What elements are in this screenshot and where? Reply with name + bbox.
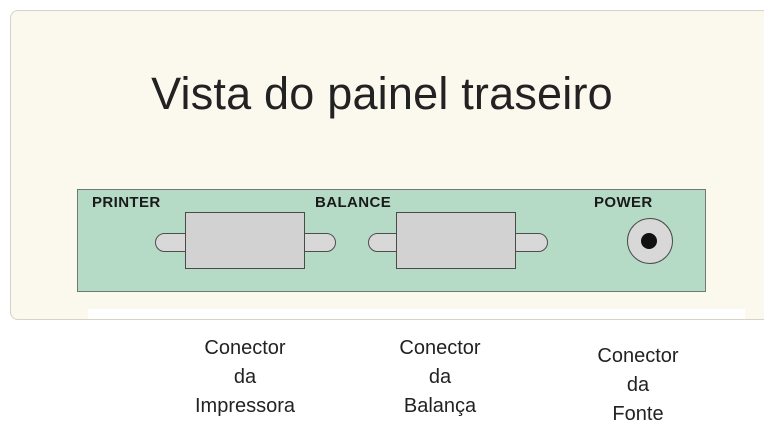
caption-line: da xyxy=(626,374,650,396)
power-port-label: POWER xyxy=(594,194,653,211)
printer-connector xyxy=(185,212,305,269)
caption-line: Conector xyxy=(204,337,286,359)
balance-port-label: BALANCE xyxy=(315,194,392,211)
caption-line: Conector xyxy=(597,345,679,367)
power-jack-pin xyxy=(641,233,657,249)
balance-connector-caption: Conector da Balança xyxy=(385,334,495,421)
power-connector-caption: Conector da Fonte xyxy=(588,342,688,426)
printer-port-label: PRINTER xyxy=(92,194,161,211)
caption-line: da xyxy=(428,366,452,388)
caption-line: Impressora xyxy=(194,395,296,417)
caption-line: da xyxy=(233,366,257,388)
caption-line: Fonte xyxy=(612,403,664,425)
page-title: Vista do painel traseiro xyxy=(151,68,613,119)
caption-line: Balança xyxy=(403,395,477,417)
caption-line: Conector xyxy=(399,337,481,359)
printer-connector-caption: Conector da Impressora xyxy=(175,334,315,421)
panel-base-strip xyxy=(88,309,745,319)
balance-connector xyxy=(396,212,516,269)
